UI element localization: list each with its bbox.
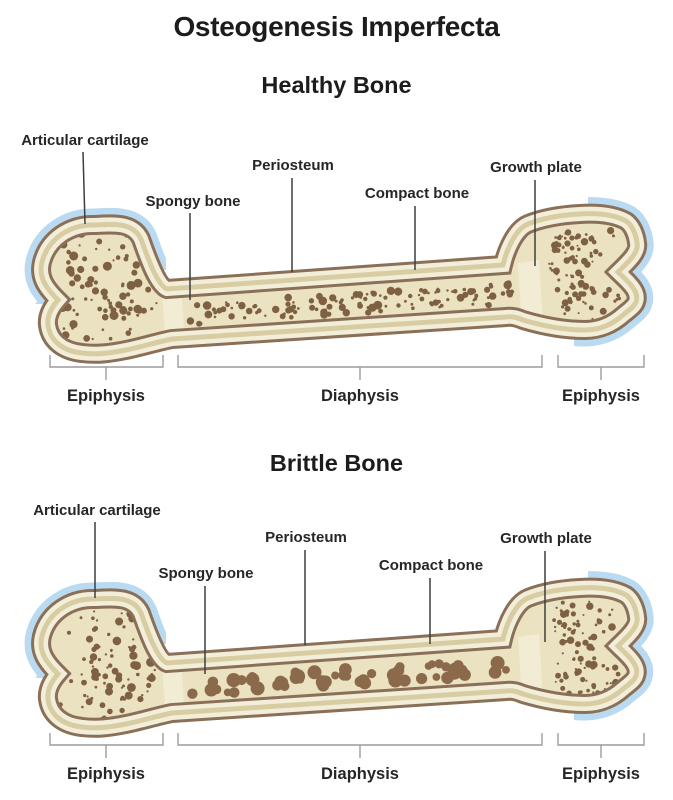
spongy-bone-label: Spongy bone	[159, 565, 254, 582]
brittle-bone-illustration	[24, 570, 654, 738]
epiphysis-right-label: Epiphysis	[562, 765, 640, 783]
diaphysis-bracket	[177, 354, 543, 380]
spongy-bone-dots	[58, 226, 621, 342]
healthy-bone-section: Healthy Bone Articular cartilage Spongy …	[0, 72, 673, 412]
epiphysis-left-label: Epiphysis	[67, 387, 145, 405]
brittle-bone-section: Brittle Bone Articular cartilage Spongy …	[0, 450, 673, 790]
growth-plate-label: Growth plate	[500, 530, 592, 547]
healthy-bone-illustration	[24, 196, 654, 364]
epiphysis-left-bracket	[49, 354, 164, 380]
brittle-leader-lines	[94, 521, 546, 674]
epiphysis-right-bracket	[557, 354, 645, 380]
bone-outline-layer	[38, 584, 640, 730]
spongy-bone-label: Spongy bone	[146, 193, 241, 210]
brittle-section-heading: Brittle Bone	[269, 449, 404, 476]
epiphysis-right-label: Epiphysis	[562, 387, 640, 405]
epiphysis-left-label: Epiphysis	[67, 765, 145, 783]
periosteum-label: Periosteum	[252, 157, 334, 174]
epiphysis-right-bracket	[557, 732, 645, 758]
healthy-region-brackets: Epiphysis Diaphysis Epiphysis	[49, 354, 645, 405]
epiphysis-left-bracket	[49, 732, 164, 758]
brittle-annotation-labels: Articular cartilage Spongy bone Perioste…	[33, 502, 592, 582]
healthy-bone-diagram: Articular cartilage Spongy bone Perioste…	[21, 132, 654, 405]
diaphysis-label: Diaphysis	[321, 387, 399, 405]
healthy-leader-lines	[82, 151, 536, 300]
periosteum-label: Periosteum	[265, 529, 347, 546]
osteogenesis-imperfecta-page: { "title": "Osteogenesis Imperfecta", "p…	[0, 10, 673, 800]
healthy-section-heading: Healthy Bone	[261, 71, 412, 98]
page-title: Osteogenesis Imperfecta	[173, 11, 500, 42]
articular-cartilage-leader-line	[82, 151, 86, 224]
articular-cartilage-label: Articular cartilage	[21, 132, 149, 149]
growth-plate-label: Growth plate	[490, 159, 582, 176]
compact-bone-label: Compact bone	[365, 185, 469, 202]
brittle-bone-diagram: Articular cartilage Spongy bone Perioste…	[24, 502, 654, 783]
brittle-region-brackets: Epiphysis Diaphysis Epiphysis	[49, 732, 645, 783]
compact-bone-label: Compact bone	[379, 557, 483, 574]
diaphysis-label: Diaphysis	[321, 765, 399, 783]
articular-cartilage-label: Articular cartilage	[33, 502, 161, 519]
bone-outline-layer	[38, 210, 640, 356]
spongy-bone-dots	[58, 595, 621, 722]
healthy-annotation-labels: Articular cartilage Spongy bone Perioste…	[21, 132, 582, 210]
diaphysis-bracket	[177, 732, 543, 758]
